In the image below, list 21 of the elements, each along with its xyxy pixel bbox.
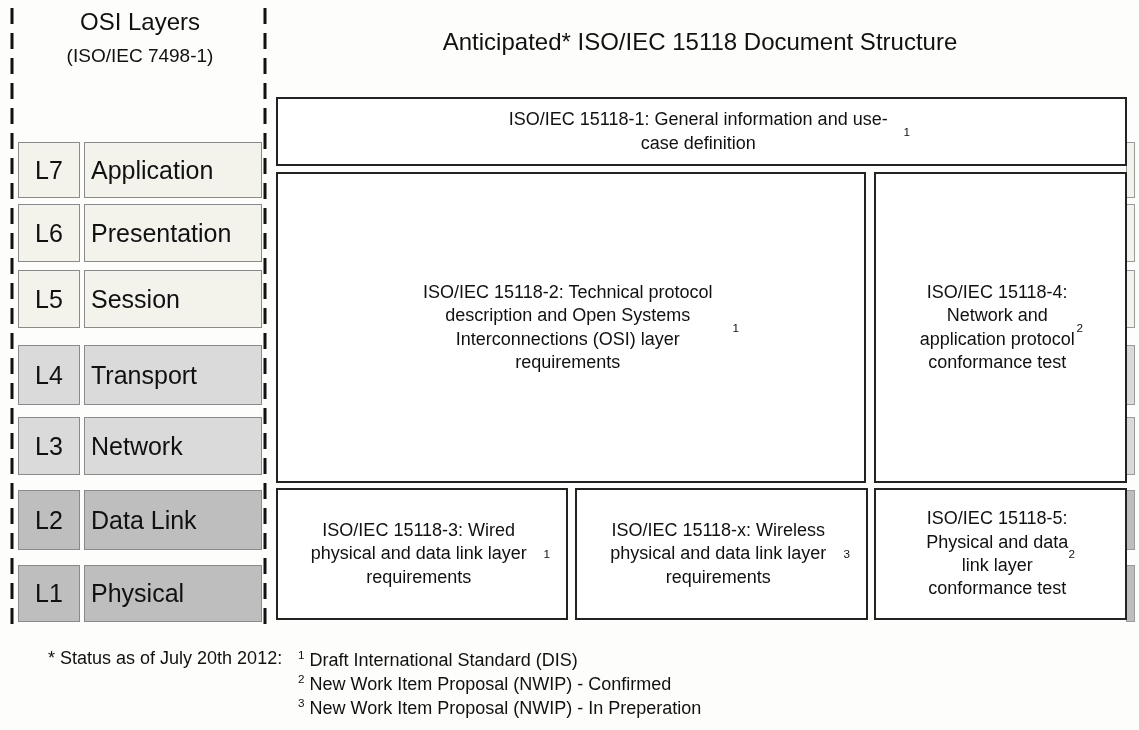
- layer-number: L7: [18, 142, 80, 198]
- layer-name: Network: [84, 417, 262, 475]
- section-heading: OSI Layers: [80, 8, 200, 36]
- layer-name: Presentation: [84, 204, 262, 262]
- layer-name: Physical: [84, 565, 262, 622]
- layer-number: L6: [18, 204, 80, 262]
- layer-name: Transport: [84, 345, 262, 405]
- footnote: $^{3}$ New Work Item Proposal (NWIP) - In Preperation: [298, 696, 702, 719]
- footnote: $^{2}$ New Work Item Proposal (NWIP) - Confirmed: [298, 672, 672, 695]
- layer-number: L4: [18, 345, 80, 405]
- section-subheading: (ISO/IEC 7498-1): [66, 45, 214, 67]
- layer-name: Session: [84, 270, 262, 328]
- layer-name: Application: [84, 142, 262, 198]
- layer-number: L2: [18, 490, 80, 550]
- layer-number: L3: [18, 417, 80, 475]
- layer-number: L1: [18, 565, 80, 622]
- diagram-title: Anticipated* ISO/IEC 15118 Document Structure: [442, 28, 958, 56]
- layer-name: Data Link: [84, 490, 262, 550]
- status-note: * Status as of July 20th 2012:: [48, 648, 283, 669]
- footnote: $^{1}$ Draft International Standard (DIS): [298, 648, 578, 671]
- layer-number: L5: [18, 270, 80, 328]
